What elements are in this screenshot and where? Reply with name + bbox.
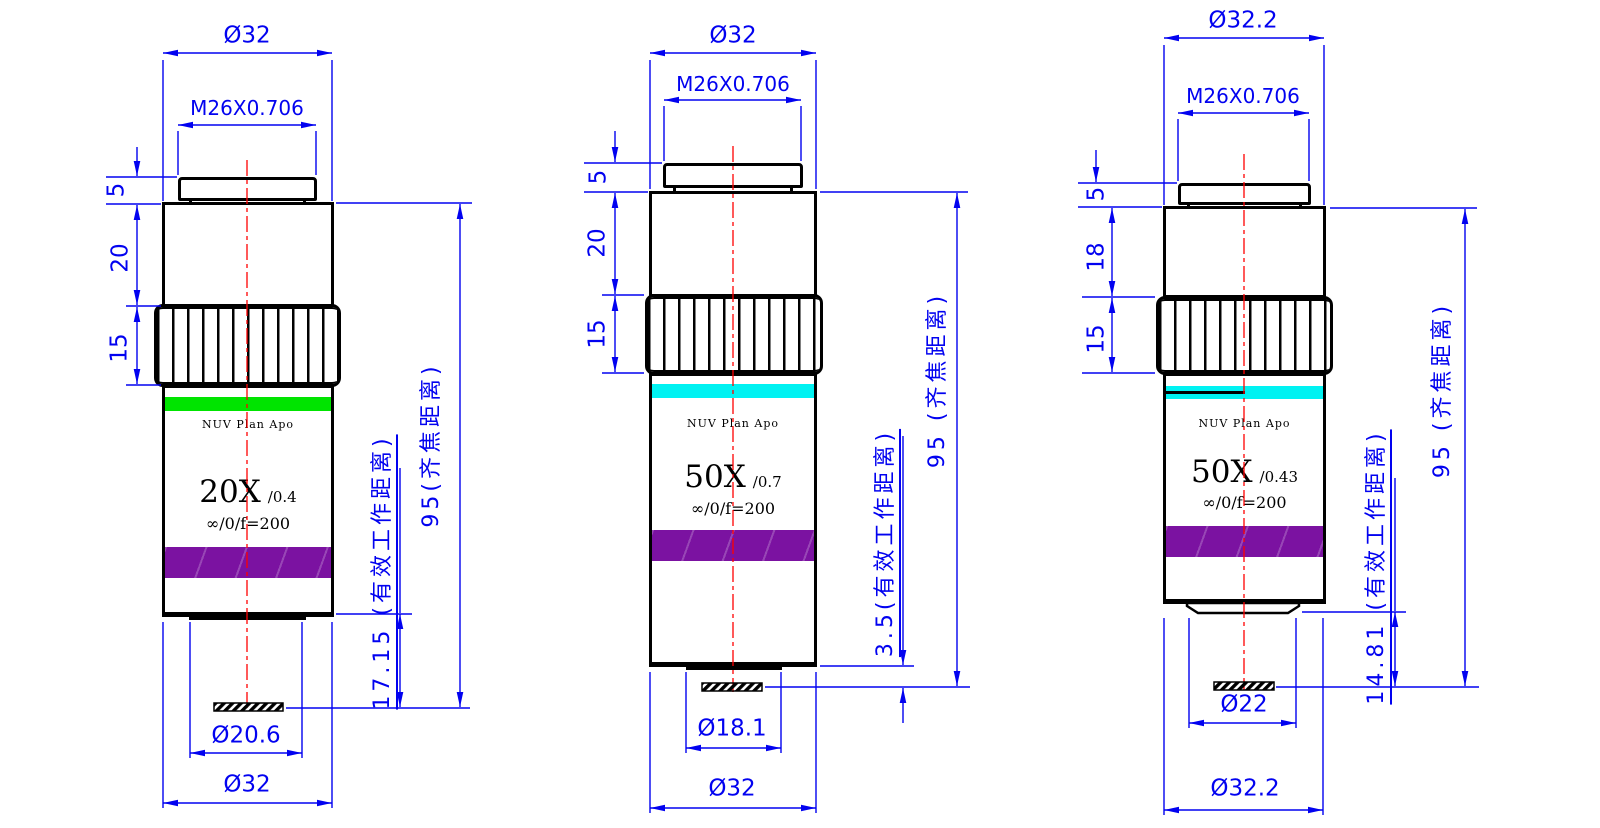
obj1-focal-plane-hatch (213, 702, 284, 712)
obj1-thread-label: M26X0.706 (190, 96, 304, 120)
obj2-parfocal-label: 95 (齐焦距离) (925, 291, 950, 469)
obj2-cap-height-label: 5 (585, 169, 612, 185)
obj3-focal-plane-hatch (1213, 681, 1275, 691)
obj3-outer-diameter-label: Ø32.2 (1210, 775, 1280, 802)
band-contour-line (1166, 391, 1245, 394)
obj1-front-diameter-label: Ø20.6 (211, 722, 281, 749)
aperture-label: /0.7 (752, 473, 782, 491)
series-label: NUV Plan Apo (1198, 417, 1291, 430)
obj3-top-diameter-label: Ø32.2 (1208, 7, 1278, 34)
upper-barrel (162, 202, 334, 307)
obj1-cap-height-label: 5 (103, 182, 130, 198)
purple-band (165, 547, 331, 578)
front-lens-rim (686, 665, 782, 670)
aperture-label: /0.43 (1259, 468, 1298, 486)
obj2-knurl-height-label: 15 (584, 319, 611, 349)
optics-label: ∞/0/f=200 (690, 499, 776, 518)
magnification-label: 50X (1191, 454, 1253, 490)
magnification-color-band-green (165, 397, 331, 411)
magnification-row: 50X /0.7 (652, 462, 814, 493)
aperture-label: /0.4 (267, 488, 297, 506)
obj2-front-diameter-label: Ø18.1 (697, 715, 767, 742)
obj3-working-distance-label: 14.81 (有效工作距离) (1364, 429, 1389, 705)
obj1-upper-height-label: 20 (107, 243, 134, 273)
obj2-thread-label: M26X0.706 (676, 72, 790, 96)
knurled-grip (154, 304, 341, 387)
obj1-knurl-height-label: 15 (106, 333, 133, 363)
obj2-upper-height-label: 20 (584, 228, 611, 258)
obj3-knurl-height-label: 15 (1083, 324, 1110, 354)
knurled-grip (645, 294, 823, 375)
magnification-label: 20X (199, 474, 261, 510)
optics-label: ∞/0/f=200 (205, 514, 291, 533)
magnification-row: 20X /0.4 (165, 477, 331, 508)
obj3-upper-height-label: 18 (1083, 242, 1110, 272)
obj1-outer-diameter-label: Ø32 (223, 771, 271, 798)
obj3-cap-height-label: 5 (1083, 186, 1110, 202)
obj3-thread-label: M26X0.706 (1186, 84, 1300, 108)
lower-barrel: NUV Plan Apo 20X /0.4 ∞/0/f=200 (162, 385, 334, 617)
magnification-row: 50X /0.43 (1166, 457, 1323, 488)
obj3-front-diameter-label: Ø22 (1220, 691, 1268, 718)
obj3-parfocal-label: 95 (齐焦距离) (1430, 301, 1455, 479)
magnification-label: 50X (684, 459, 746, 495)
obj1-working-distance-label: 17.15 (有效工作距离) (370, 434, 395, 710)
series-label: NUV Plan Apo (686, 417, 779, 430)
obj2-outer-diameter-label: Ø32 (708, 775, 756, 802)
obj3-dimension-lines (1078, 34, 1479, 815)
obj3-front-nose (1185, 601, 1301, 615)
obj2-dimension-lines (584, 49, 970, 813)
obj2-top-diameter-label: Ø32 (709, 22, 757, 49)
obj2-working-distance-label: 3.5(有效工作距离) (873, 428, 898, 658)
obj1-top-diameter-label: Ø32 (223, 22, 271, 49)
obj1-parfocal-label: 95(齐焦距离) (419, 362, 444, 528)
obj2-focal-plane-hatch (701, 682, 763, 692)
obj1-dimension-lines (106, 49, 472, 808)
